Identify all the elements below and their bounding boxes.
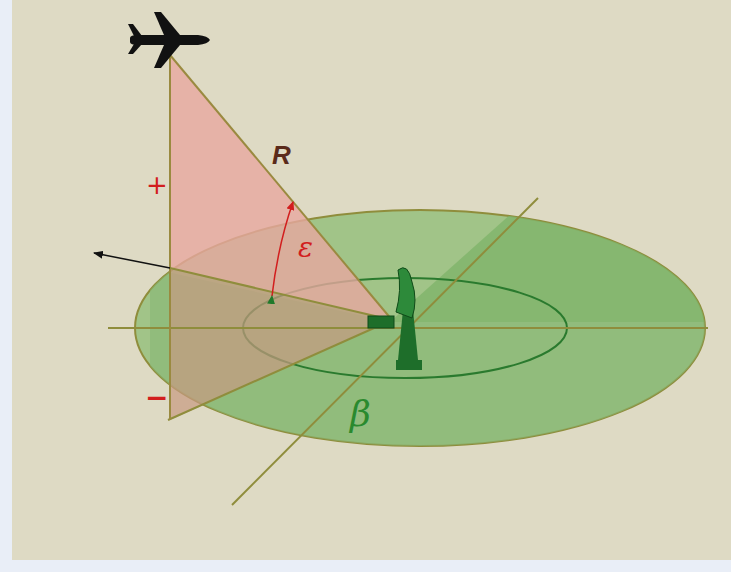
north-arrow	[94, 253, 170, 268]
plus-sign: +	[146, 172, 168, 198]
background	[12, 0, 731, 560]
minus-sign: −	[145, 384, 168, 412]
azimuth-label: β	[350, 396, 371, 432]
elevation-label: ε	[298, 234, 313, 262]
azimuth-sector-rest	[150, 268, 720, 470]
ground-range-line	[170, 268, 392, 320]
aircraft-icon	[128, 12, 210, 68]
elevation-arc	[272, 202, 293, 296]
axis-line	[232, 198, 538, 505]
height-line	[169, 55, 171, 420]
slant-range-line	[170, 55, 392, 320]
range-label: R	[272, 142, 291, 168]
radar-antenna	[368, 268, 422, 370]
azimuth-sector	[390, 170, 720, 322]
